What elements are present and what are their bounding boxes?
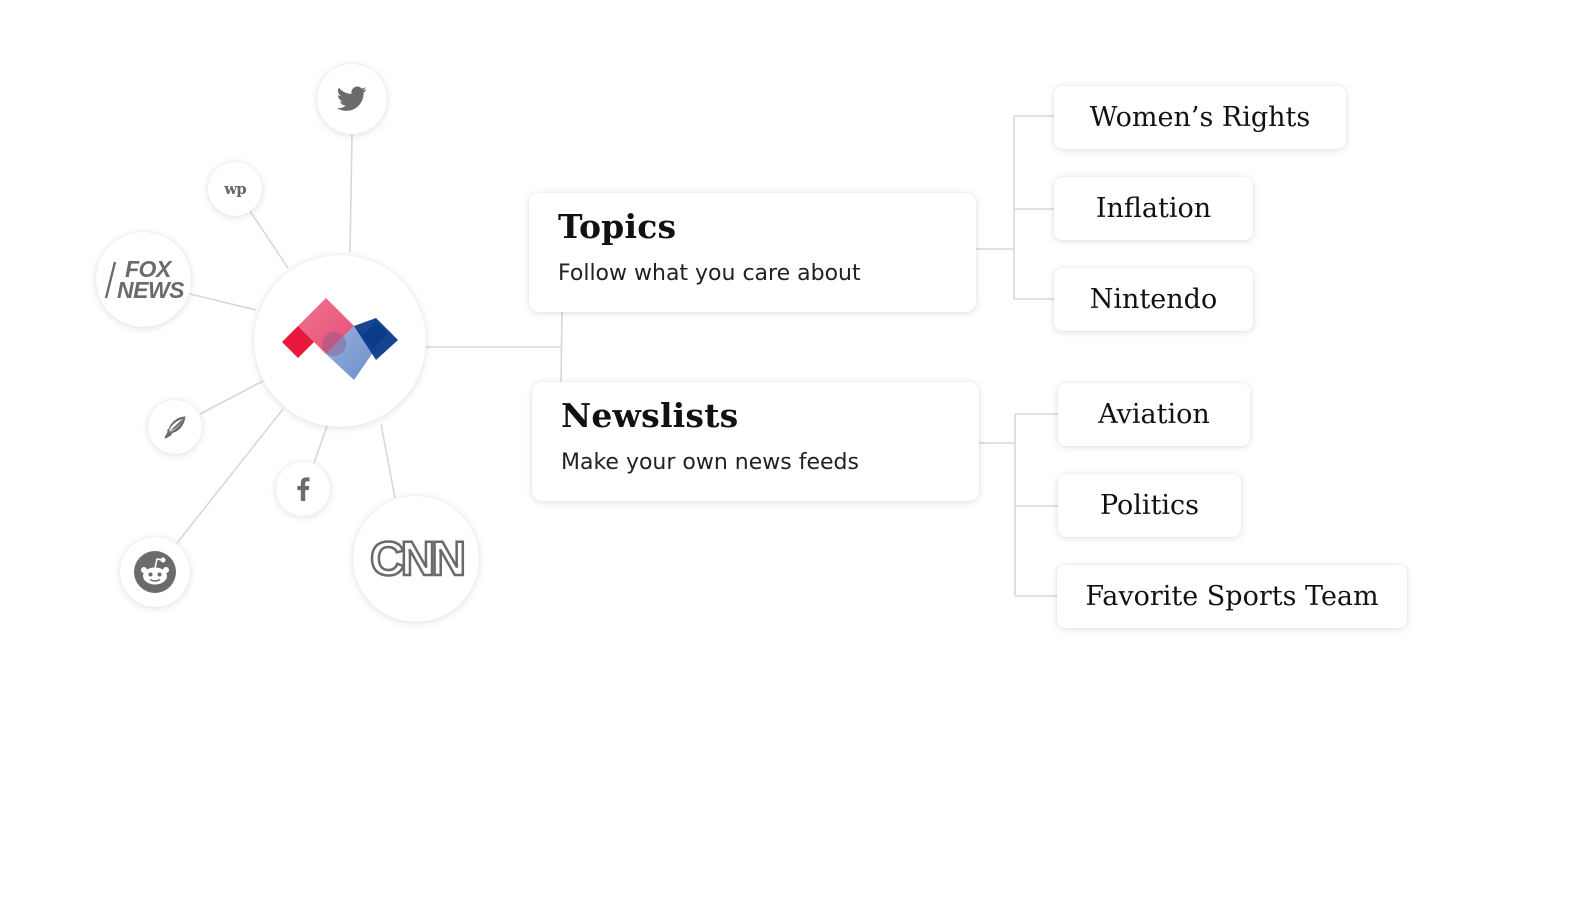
topics-subtitle: Follow what you care about	[558, 261, 861, 286]
newslists-subtitle: Make your own news feeds	[561, 450, 859, 475]
topics-title: Topics	[558, 207, 677, 246]
topic-pill-nintendo[interactable]: Nintendo	[1054, 268, 1253, 331]
newslist-pill-politics[interactable]: Politics	[1058, 474, 1241, 537]
hub-center[interactable]	[254, 255, 426, 427]
topic-pill-inflation[interactable]: Inflation	[1054, 177, 1253, 240]
twitter-source[interactable]	[317, 64, 387, 134]
cnn-source[interactable]: CNN	[353, 496, 479, 622]
topic-pill-womens-rights[interactable]: Women’s Rights	[1054, 86, 1346, 149]
newslist-pill-favorite-sports-team[interactable]: Favorite Sports Team	[1057, 565, 1407, 628]
facebook-source[interactable]	[276, 462, 330, 516]
quill-source[interactable]	[148, 400, 202, 454]
news-text: NEWS	[117, 276, 185, 303]
reddit-source[interactable]	[120, 537, 190, 607]
fox-text: FOX	[125, 255, 171, 282]
fox-slash-icon	[104, 261, 117, 298]
newslist-pill-aviation[interactable]: Aviation	[1058, 383, 1250, 446]
twitter-bird-icon	[337, 86, 367, 111]
fox-news-source[interactable]: FOX NEWS	[96, 232, 191, 327]
topics-card[interactable]: Topics Follow what you care about	[529, 193, 976, 312]
quill-icon	[164, 416, 186, 439]
reddit-icon	[134, 551, 176, 593]
cnn-icon: CNN	[369, 531, 468, 587]
newslists-card[interactable]: Newslists Make your own news feeds	[532, 382, 979, 501]
wp-icon: wp	[224, 180, 246, 198]
washington-post-source[interactable]: wp	[208, 162, 262, 216]
fox-news-icon: FOX NEWS	[103, 255, 185, 303]
app-logo-icon	[282, 298, 398, 380]
newslists-title: Newslists	[561, 396, 739, 435]
facebook-icon	[297, 477, 310, 501]
